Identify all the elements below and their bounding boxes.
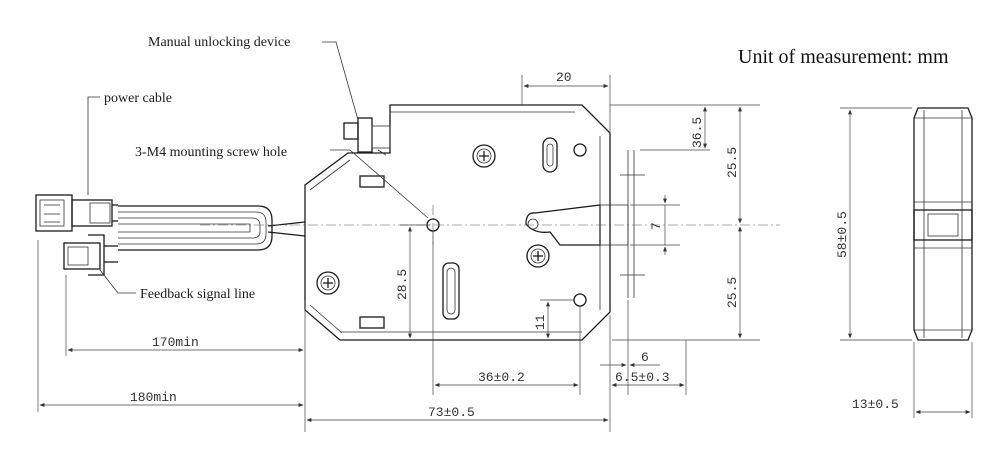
mounting-screw-top <box>472 144 496 168</box>
label-feedback-line: Feedback signal line <box>140 287 255 302</box>
dim-170: 170min <box>152 335 199 350</box>
hole-upper-right <box>573 143 587 157</box>
mounting-screw-left <box>316 271 340 295</box>
manual-unlock-knob <box>343 117 391 156</box>
dim-180: 180min <box>130 390 177 405</box>
guide-bottom <box>359 316 385 329</box>
slot-center <box>442 262 460 320</box>
dim-73: 73±0.5 <box>428 405 475 420</box>
latch-bolt <box>525 150 645 298</box>
mounting-screw-right <box>526 244 550 268</box>
dim-13: 13±0.5 <box>852 397 899 412</box>
power-connector <box>35 194 118 232</box>
side-view <box>913 107 973 341</box>
guide-top <box>359 175 385 188</box>
cable-bundle <box>118 205 306 251</box>
label-manual-unlock: Manual unlocking device <box>148 35 290 50</box>
hole-lower-right <box>573 293 587 307</box>
slot-upper <box>542 137 558 173</box>
dim-7: 7 <box>649 222 664 230</box>
callout-feedback: Feedback signal line <box>99 269 255 302</box>
dim-6: 6 <box>641 350 649 365</box>
unit-note: Unit of measurement: mm <box>738 46 949 68</box>
dim-25-5-top: 25.5 <box>725 147 740 178</box>
dim-25-5-bottom: 25.5 <box>725 277 740 308</box>
label-mount-holes: 3-M4 mounting screw hole <box>135 145 287 160</box>
dim-6-5: 6.5±0.3 <box>615 370 670 385</box>
callout-power-cable: power cable <box>87 91 172 195</box>
dim-20: 20 <box>556 70 572 85</box>
callout-mount-holes: 3-M4 mounting screw hole <box>135 145 429 219</box>
lock-body <box>304 104 611 341</box>
dim-36: 36±0.2 <box>478 370 525 385</box>
dim-58: 58±0.5 <box>835 211 850 258</box>
dimension-geometry <box>37 75 973 432</box>
dim-36-5: 36.5 <box>690 117 705 148</box>
callout-manual-unlock: Manual unlocking device <box>148 35 359 121</box>
dim-11: 11 <box>533 314 548 330</box>
dim-28-5: 28.5 <box>395 269 410 300</box>
feedback-connector <box>63 234 118 276</box>
label-power-cable: power cable <box>104 91 172 106</box>
